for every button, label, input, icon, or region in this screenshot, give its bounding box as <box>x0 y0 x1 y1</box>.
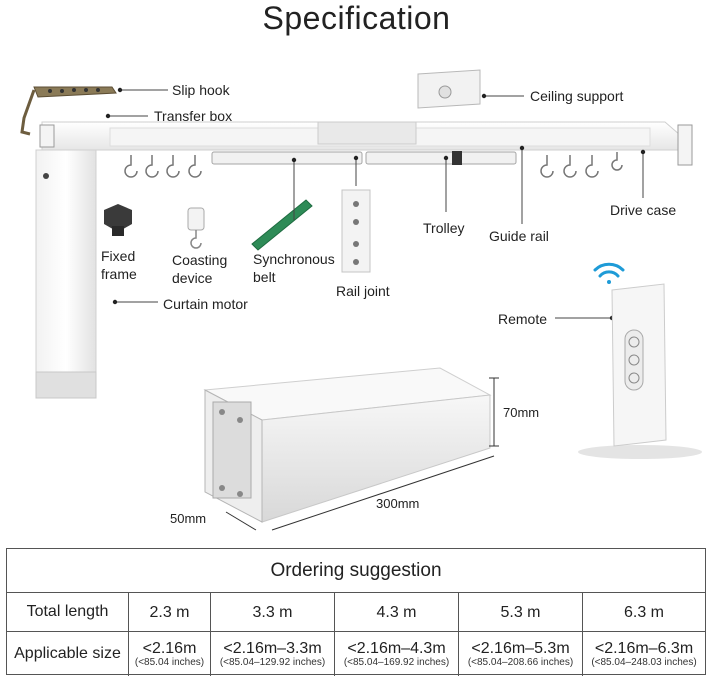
label-drive-case: Drive case <box>610 202 677 218</box>
fixed-frame-graphic <box>104 204 132 236</box>
label-synchronous-belt-1: Synchronous <box>253 251 335 267</box>
label-coasting-device-1: Coasting <box>172 252 228 268</box>
size-cell: <2.16m–5.3m (<85.04–208.66 inches) <box>459 632 583 676</box>
right-end-cap <box>677 124 693 166</box>
motor-box-graphic <box>203 367 492 523</box>
dimension-lines <box>225 377 499 531</box>
left-end-cap <box>39 124 55 148</box>
size-value: <2.16m–3.3m <box>223 640 322 657</box>
guide-rail-graphic <box>41 121 681 151</box>
size-value: <2.16m–6.3m <box>594 640 694 657</box>
size-inches: (<85.04–208.66 inches) <box>467 657 574 668</box>
remote-graphic <box>578 283 702 459</box>
curtain-motor-graphic <box>35 149 97 399</box>
trolley-clip <box>452 151 462 165</box>
wifi-icon <box>593 262 625 284</box>
ordering-title: Ordering suggestion <box>7 549 705 593</box>
rail-joint-graphic <box>341 189 371 273</box>
ordering-table: Ordering suggestion Total length 2.3 m 3… <box>6 548 706 676</box>
row-header-applicable-size: Applicable size <box>7 632 129 676</box>
label-slip-hook: Slip hook <box>172 82 230 98</box>
label-fixed-frame-2: frame <box>101 266 137 282</box>
pointer-lines <box>108 89 644 319</box>
size-inches: (<85.04–129.92 inches) <box>219 657 326 668</box>
size-inches: (<85.04–248.03 inches) <box>591 657 697 668</box>
slip-hook-graphic <box>20 86 117 136</box>
label-guide-rail: Guide rail <box>489 228 549 244</box>
size-cell: <2.16m (<85.04 inches) <box>129 632 211 676</box>
label-coasting-device-2: device <box>172 270 213 286</box>
dimension-length: 300mm <box>376 496 420 511</box>
size-inches: (<85.04 inches) <box>134 657 205 668</box>
dimension-height: 70mm <box>503 405 540 420</box>
label-synchronous-belt-2: belt <box>253 269 276 285</box>
label-transfer-box: Transfer box <box>154 108 233 124</box>
row-header-total-length: Total length <box>7 593 129 631</box>
label-trolley: Trolley <box>423 220 465 236</box>
length-cell: 3.3 m <box>211 593 335 631</box>
length-cell: 5.3 m <box>459 593 583 631</box>
size-value: <2.16m–5.3m <box>471 640 570 657</box>
size-cell: <2.16m–3.3m (<85.04–129.92 inches) <box>211 632 335 676</box>
size-cell: <2.16m–4.3m (<85.04–169.92 inches) <box>335 632 459 676</box>
page-title: Specification <box>262 0 451 36</box>
size-inches: (<85.04–169.92 inches) <box>343 657 450 668</box>
length-cell: 4.3 m <box>335 593 459 631</box>
runner-hooks <box>124 152 623 178</box>
trolley-plate-right <box>365 151 517 165</box>
length-cell: 2.3 m <box>129 593 211 631</box>
label-ceiling-support: Ceiling support <box>530 88 624 104</box>
label-remote: Remote <box>498 311 548 327</box>
synchronous-belt-graphic <box>251 199 313 251</box>
trolley-plate-left <box>211 151 363 165</box>
label-rail-joint: Rail joint <box>336 283 390 299</box>
size-value: <2.16m <box>142 640 197 657</box>
table-row-applicable-size: Applicable size <2.16m (<85.04 inches) <… <box>7 632 705 676</box>
size-value: <2.16m–4.3m <box>347 640 446 657</box>
table-row-total-length: Total length 2.3 m 3.3 m 4.3 m 5.3 m 6.3… <box>7 593 705 632</box>
length-cell: 6.3 m <box>623 603 664 621</box>
size-cell: <2.16m–6.3m (<85.04–248.03 inches) <box>583 632 705 676</box>
coasting-device-graphic <box>187 207 205 249</box>
dimension-width: 50mm <box>170 511 207 526</box>
ceiling-support-graphic <box>417 69 481 109</box>
label-curtain-motor: Curtain motor <box>163 296 248 312</box>
label-fixed-frame-1: Fixed <box>101 248 136 264</box>
